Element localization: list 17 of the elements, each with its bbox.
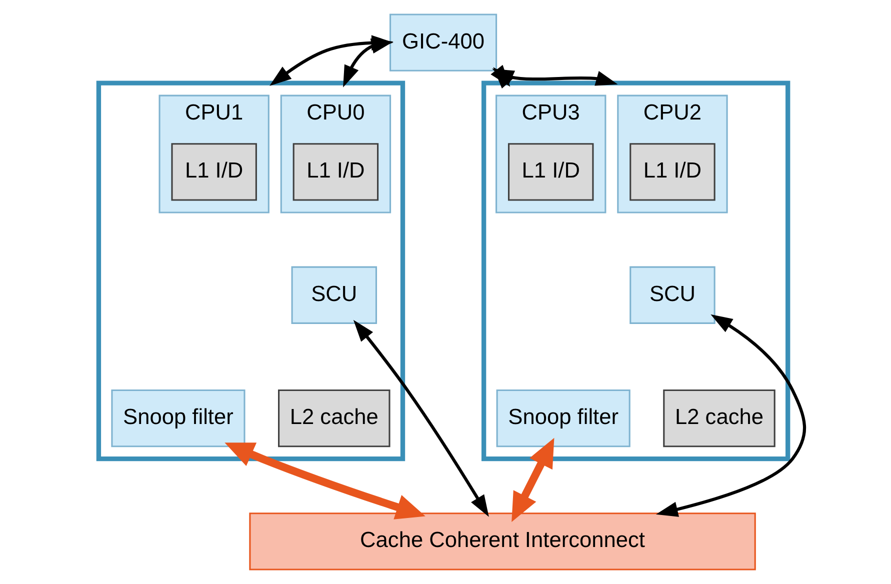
- arrow: [353, 320, 489, 517]
- node-box: L1 I/D: [508, 143, 594, 201]
- node-box: L2 cache: [278, 389, 390, 448]
- arrow: [224, 442, 426, 520]
- node-box: L1 I/D: [630, 143, 716, 201]
- node-box: L1 I/D: [171, 143, 257, 201]
- node-box: Snoop filter: [496, 389, 630, 448]
- node-box: SCU: [291, 266, 378, 324]
- node-box: SCU: [630, 266, 716, 324]
- node-box: GIC-400: [390, 14, 498, 72]
- cluster: [96, 80, 406, 462]
- arrow: [656, 314, 806, 517]
- node-box: L2 cache: [663, 389, 776, 448]
- node-box: Cache Coherent Interconnect: [249, 512, 756, 570]
- node-box: L1 I/D: [292, 143, 379, 201]
- node-box: Snoop filter: [111, 389, 246, 448]
- arrow: [512, 438, 554, 522]
